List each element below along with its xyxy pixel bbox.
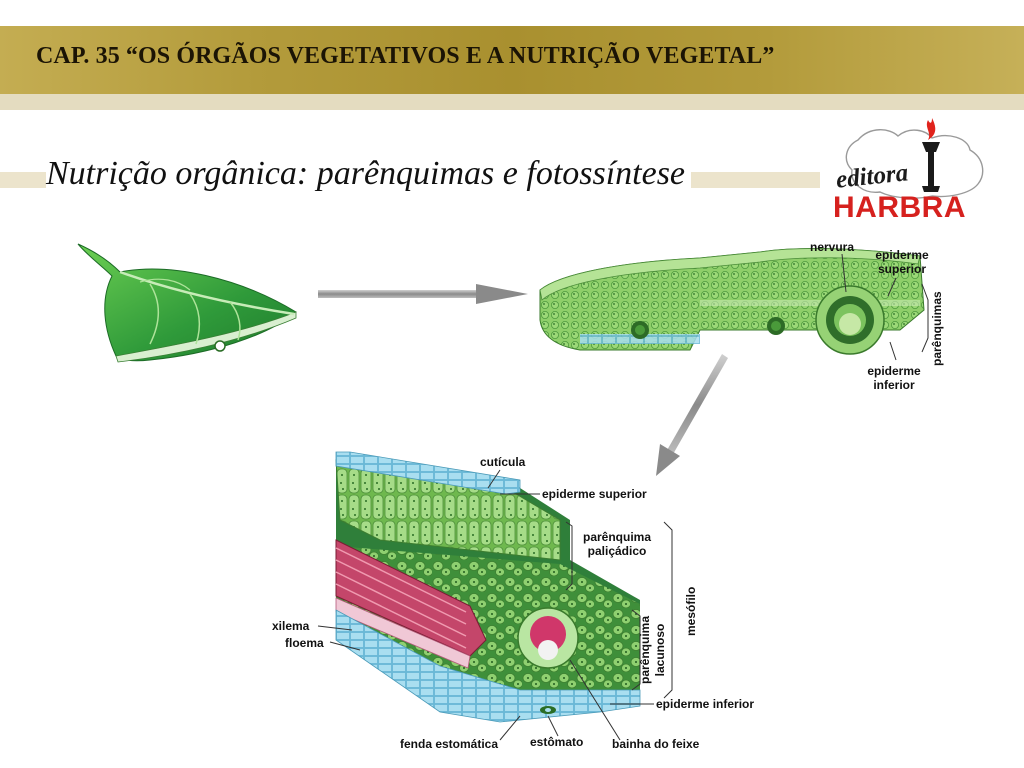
label-epiderme-superior-1: epiderme superior: [875, 248, 929, 276]
arrow-right-icon: [318, 284, 528, 304]
leaf-tissue-block: [335, 451, 641, 723]
label-parenquimas: parênquimas: [930, 291, 944, 366]
label-mesofilo: mesófilo: [684, 586, 698, 636]
logo-wordmark: HARBRA: [833, 191, 966, 224]
label-epiderme-inferior-1: epiderme inferior: [867, 364, 921, 392]
label-xilema: xilema: [272, 619, 310, 633]
label-parenquima-lacunoso: parênquima lacunoso: [638, 616, 667, 685]
label-parenquima-palicadico: parênquima paliçádico: [582, 530, 651, 558]
arrow-down-left-icon: [656, 354, 728, 476]
section-leaders: [841, 253, 929, 361]
banner-stripe: [0, 94, 1024, 110]
label-cuticula: cutícula: [480, 455, 526, 469]
label-floema: floema: [285, 636, 324, 650]
label-bainha-do-feixe: bainha do feixe: [612, 737, 700, 751]
torch-icon: [845, 118, 984, 199]
leaf-section-illustration: [539, 248, 925, 355]
slide-subtitle: Nutrição orgânica: parênquimas e fotossí…: [46, 155, 692, 193]
label-epiderme-superior: epiderme superior: [542, 487, 647, 501]
leaf-illustration: [77, 243, 297, 363]
label-epiderme-inferior: epiderme inferior: [656, 697, 755, 711]
chapter-title: CAP. 35 “OS ÓRGÃOS VEGETATIVOS E A NUTRI…: [36, 43, 775, 69]
label-fenda-estomatica: fenda estomática: [400, 737, 499, 751]
label-estomato: estômato: [530, 735, 584, 749]
title-banner: CAP. 35 “OS ÓRGÃOS VEGETATIVOS E A NUTRI…: [0, 26, 1024, 94]
detail-leaders: [317, 469, 673, 741]
label-nervura: nervura: [810, 240, 855, 254]
